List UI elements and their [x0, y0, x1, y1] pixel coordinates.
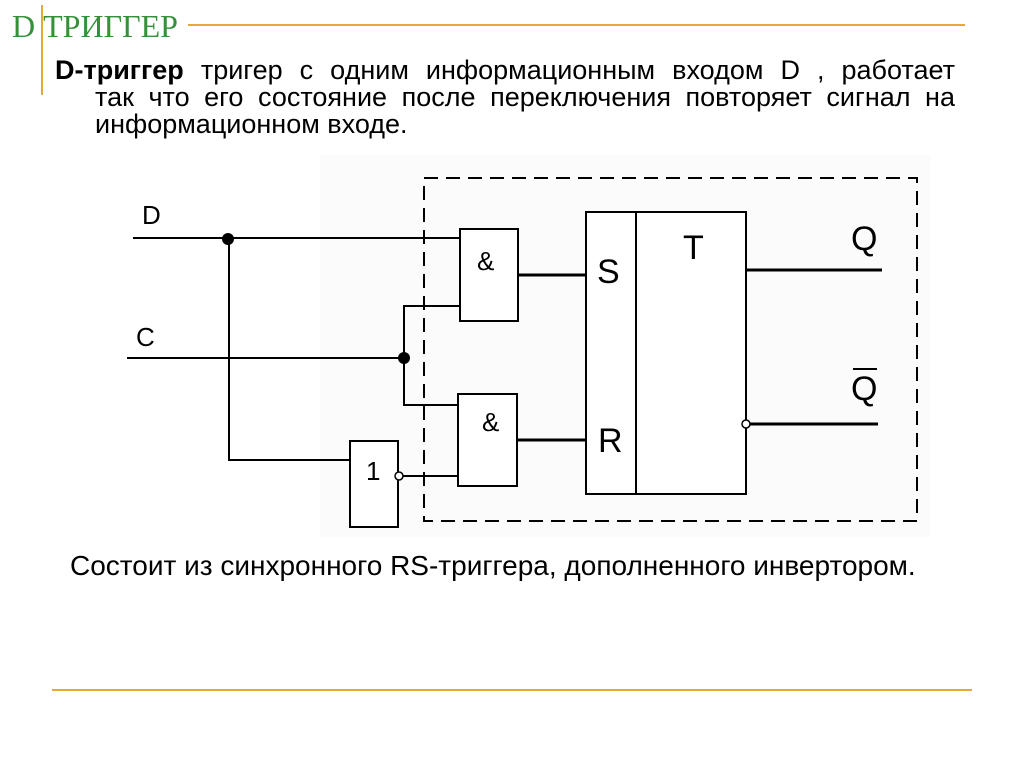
- rs-trigger-block: [585, 211, 747, 495]
- input-c-label: C: [136, 322, 155, 352]
- intro-line-1-text: тригер с одним информационным входом D ,…: [200, 55, 955, 85]
- and-gate-bottom-label: &: [482, 407, 499, 437]
- and-gate-top: [459, 228, 519, 322]
- top-accent-line: [188, 24, 965, 26]
- intro-line-3: информационном входе.: [95, 109, 408, 139]
- intro-line-1: D-триггер тригер с одним информационным …: [55, 57, 955, 84]
- inverter-gate: [349, 440, 399, 528]
- output-q-label: Q: [851, 220, 877, 258]
- rs-trigger-type-label: T: [683, 229, 704, 267]
- inverter-output-bubble: [394, 471, 404, 481]
- flip-flop-boundary: [423, 177, 918, 522]
- left-accent-line: [41, 5, 43, 95]
- d-flip-flop-circuit: D C & & 1 S R T Q Q: [127, 155, 930, 537]
- bottom-accent-line: [52, 689, 972, 691]
- slide-caption: Состоит из синхронного RS-триггера, допо…: [70, 550, 916, 581]
- q-inverted-output-bubble: [741, 419, 751, 429]
- output-q-inverted-label: Q: [851, 370, 877, 408]
- and-gate-top-label: &: [477, 246, 494, 276]
- intro-term: D-триггер: [55, 55, 184, 85]
- slide-title: D ТРИГГЕР: [12, 8, 178, 44]
- inverter-gate-label: 1: [366, 456, 380, 486]
- rs-reset-input-label: R: [598, 422, 623, 460]
- intro-line-2: так что его состояние после переключения…: [95, 82, 955, 112]
- input-d-label: D: [142, 200, 161, 230]
- rs-set-input-label: S: [597, 253, 620, 291]
